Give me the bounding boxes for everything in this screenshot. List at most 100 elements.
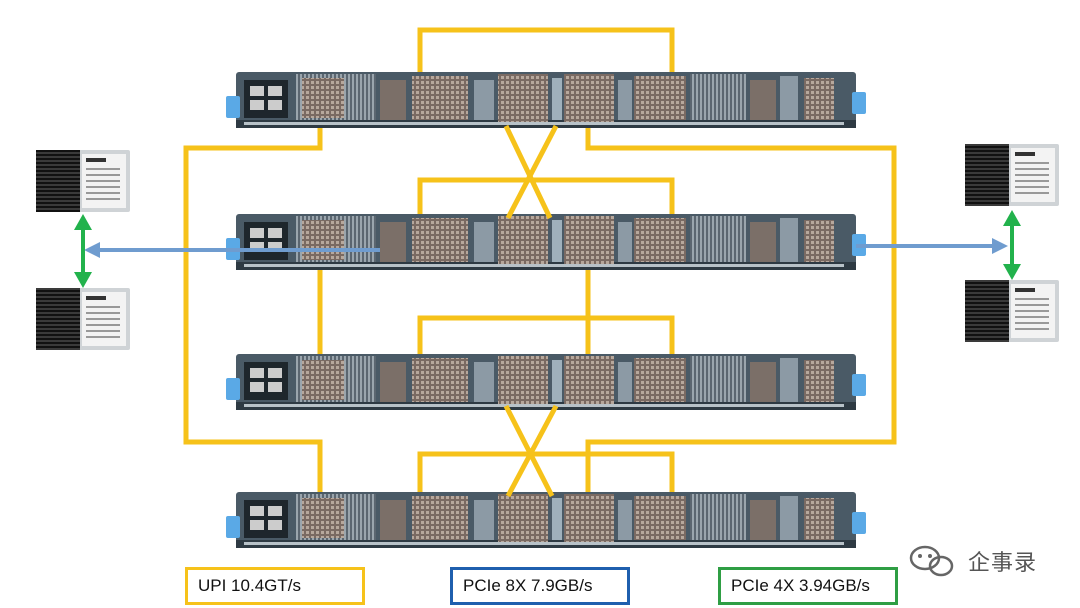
- upi-link: [417, 27, 675, 76]
- ssd-label-text-line: [1015, 316, 1049, 318]
- ssd-label-text-line: [86, 336, 120, 338]
- upi-link: [585, 126, 897, 496]
- legend-pcie4x-label: PCIe 4X 3.94GB/s: [731, 576, 870, 595]
- dimm-connector: [412, 358, 468, 402]
- latch-left-icon: [226, 378, 240, 400]
- ssd-label-text-line: [1015, 322, 1049, 324]
- pcb-strip: [474, 80, 494, 120]
- dimm-connector: [302, 220, 344, 260]
- processor-socket: [564, 494, 614, 542]
- board-rail: [244, 264, 844, 267]
- heatsink-fins: [690, 74, 746, 120]
- ssd-label-text-line: [86, 330, 120, 332]
- processor-socket: [498, 356, 548, 404]
- arrowhead-icon: [1003, 264, 1021, 280]
- pcb-strip: [552, 360, 562, 402]
- board-rail: [244, 122, 844, 125]
- arrowhead-icon: [74, 272, 92, 288]
- port-icon: [268, 228, 282, 238]
- ssd-drive-icon: [36, 288, 130, 350]
- ssd-label-text-line: [1015, 180, 1049, 182]
- ssd-drive-icon: [36, 150, 130, 212]
- ssd-label-text-line: [86, 198, 120, 200]
- compute-board: [226, 214, 866, 270]
- ssd-label-text-line: [1015, 192, 1049, 194]
- port-icon: [250, 520, 264, 530]
- ssd-label-text-line: [1015, 186, 1049, 188]
- port-icon: [268, 506, 282, 516]
- dimm-connector: [804, 78, 834, 120]
- port-icon: [268, 242, 282, 252]
- ssd-label-text-line: [86, 324, 120, 326]
- legend-upi-label: UPI 10.4GT/s: [198, 576, 301, 595]
- dimm-connector: [804, 498, 834, 540]
- legend-upi: UPI 10.4GT/s: [185, 567, 365, 605]
- ssd-label-text-line: [86, 186, 120, 188]
- upi-link: [505, 404, 559, 498]
- latch-right-icon: [852, 92, 866, 114]
- arrowhead-icon: [1003, 210, 1021, 226]
- ssd-label-text-line: [1015, 328, 1049, 330]
- upi-link: [417, 177, 675, 218]
- processor-socket: [564, 216, 614, 264]
- legend-pcie8x-label: PCIe 8X 7.9GB/s: [463, 576, 593, 595]
- upi-link: [417, 315, 675, 358]
- connector-block: [380, 222, 406, 262]
- port-block: [244, 80, 288, 118]
- dimm-connector: [634, 76, 686, 120]
- connector-block: [380, 500, 406, 540]
- heatsink-fins: [690, 494, 746, 540]
- port-icon: [268, 368, 282, 378]
- pcb-strip: [780, 496, 798, 540]
- dimm-connector: [302, 78, 344, 118]
- upi-link: [183, 128, 323, 496]
- ssd-heatsink: [965, 280, 1009, 342]
- port-icon: [268, 100, 282, 110]
- ssd-label-logo: [86, 296, 106, 300]
- port-icon: [250, 86, 264, 96]
- board-rail: [244, 404, 844, 407]
- port-block: [244, 362, 288, 400]
- ssd-drive-icon: [965, 144, 1059, 206]
- port-block: [244, 500, 288, 538]
- compute-board: [226, 72, 866, 128]
- dimm-connector: [302, 360, 344, 400]
- pcb-strip: [474, 222, 494, 262]
- processor-socket: [564, 356, 614, 404]
- pcb-strip: [618, 362, 632, 402]
- ssd-label-text-line: [86, 180, 120, 182]
- ssd-label-text-line: [86, 168, 120, 170]
- ssd-label-logo: [86, 158, 106, 162]
- latch-left-icon: [226, 516, 240, 538]
- pcb-strip: [618, 222, 632, 262]
- ssd-label-text-line: [1015, 174, 1049, 176]
- dimm-connector: [634, 358, 686, 402]
- dimm-connector: [412, 218, 468, 262]
- ssd-drive-icon: [965, 280, 1059, 342]
- ssd-label-text-line: [86, 174, 120, 176]
- compute-board: [226, 492, 866, 548]
- heatsink-fins: [690, 216, 746, 262]
- compute-board: [226, 354, 866, 410]
- legend-pcie4x: PCIe 4X 3.94GB/s: [718, 567, 898, 605]
- dimm-connector: [804, 360, 834, 402]
- compute-boards: [226, 72, 866, 548]
- processor-socket: [498, 216, 548, 264]
- latch-left-icon: [226, 96, 240, 118]
- ssd-label-text-line: [86, 306, 120, 308]
- processor-socket: [564, 74, 614, 122]
- arrowhead-icon: [74, 214, 92, 230]
- port-icon: [268, 520, 282, 530]
- port-icon: [250, 506, 264, 516]
- arrowhead-icon: [992, 238, 1008, 254]
- pcb-strip: [552, 498, 562, 540]
- pcb-strip: [780, 358, 798, 402]
- pcb-strip: [618, 80, 632, 120]
- dimm-connector: [302, 498, 344, 538]
- upi-link: [503, 124, 553, 220]
- pcb-strip: [474, 362, 494, 402]
- ssd-label-logo: [1015, 152, 1035, 156]
- ssd-drives: [36, 144, 1059, 350]
